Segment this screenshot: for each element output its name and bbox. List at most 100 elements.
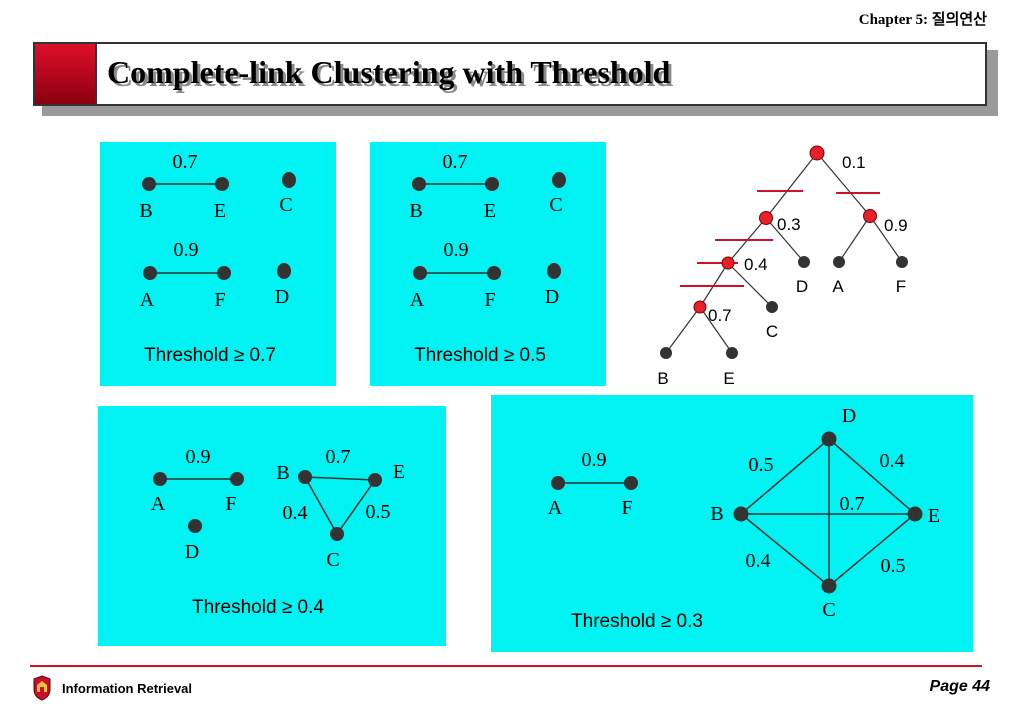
- node-c: [821, 578, 837, 594]
- threshold-label: Threshold ≥ 0.7: [144, 345, 276, 366]
- weight-b-c: 0.4: [283, 502, 308, 524]
- tree-node-07: [693, 300, 707, 314]
- slide-title: Complete-link Clustering with Threshold: [107, 54, 671, 90]
- leaf-d: [798, 256, 810, 268]
- label-e: E: [393, 461, 405, 483]
- page-number: Page 44: [929, 678, 990, 695]
- label-f: F: [225, 493, 236, 515]
- tree-node-root: [809, 145, 825, 161]
- node-d: [188, 519, 202, 533]
- label-a: A: [548, 497, 563, 519]
- tree-leaf-label-d: D: [796, 277, 808, 296]
- weight-b-e: 0.7: [173, 151, 198, 173]
- label-b: B: [139, 200, 152, 222]
- graph-threshold-04: 0.9 0.7 0.4 0.5 A F D B E C Threshold ≥ …: [151, 446, 405, 618]
- weight-d-e: 0.4: [880, 450, 905, 472]
- label-e: E: [928, 505, 940, 527]
- label-d: D: [842, 405, 856, 427]
- label-b: B: [409, 200, 422, 222]
- node-c: [330, 527, 344, 541]
- weight-a-f: 0.9: [186, 446, 211, 468]
- tree-node-09: [863, 209, 877, 223]
- node-d: [277, 263, 291, 279]
- label-f: F: [484, 289, 495, 311]
- edge-b-c: [304, 476, 338, 535]
- tree-leaf-label-b: B: [657, 369, 668, 388]
- node-b: [733, 506, 749, 522]
- weight-a-f: 0.9: [444, 239, 469, 261]
- weight-d-b: 0.5: [749, 454, 774, 476]
- footer-divider: [30, 665, 982, 667]
- tree-leaf-label-c: C: [766, 322, 778, 341]
- node-c: [552, 172, 566, 188]
- tree-label-07: 0.7: [708, 306, 732, 325]
- title-accent-block: [35, 44, 97, 104]
- node-b: [412, 177, 426, 191]
- label-d: D: [185, 541, 199, 563]
- node-a: [153, 472, 167, 486]
- node-e: [907, 506, 923, 522]
- label-b: B: [276, 462, 289, 484]
- edge-b-c: [740, 513, 830, 587]
- weight-e-c: 0.5: [881, 555, 906, 577]
- node-d: [547, 263, 561, 279]
- label-f: F: [621, 497, 632, 519]
- node-a: [551, 476, 565, 490]
- weight-a-f: 0.9: [174, 239, 199, 261]
- panel-threshold-05: 0.7 0.9 B E C A F D Threshold ≥ 0.5: [370, 142, 606, 386]
- tree-label-04: 0.4: [744, 255, 768, 274]
- label-d: D: [545, 286, 559, 308]
- node-f: [624, 476, 638, 490]
- leaf-e: [726, 347, 738, 359]
- graph-threshold-05: 0.7 0.9 B E C A F D Threshold ≥ 0.5: [409, 151, 566, 366]
- panel-threshold-07: 0.7 0.9 B E C A F D Threshold ≥ 0.7: [100, 142, 336, 386]
- node-d: [821, 431, 837, 447]
- tree-leaf-label-e: E: [723, 369, 734, 388]
- weight-b-e: 0.7: [840, 493, 865, 515]
- panel-threshold-03: 0.9 0.5 0.4 0.7 0.4 0.5 A F D B E C Thre…: [491, 395, 973, 652]
- shield-icon: [33, 675, 51, 701]
- tree-label-03: 0.3: [777, 215, 801, 234]
- node-a: [143, 266, 157, 280]
- label-c: C: [279, 194, 292, 216]
- label-b: B: [710, 503, 723, 525]
- dendrogram-edges: [665, 152, 903, 354]
- label-c: C: [822, 599, 835, 621]
- leaf-f: [896, 256, 908, 268]
- cut-lines: [680, 190, 880, 287]
- edge-d-b: [740, 438, 830, 515]
- node-b: [142, 177, 156, 191]
- tree-label-root: 0.1: [842, 153, 866, 172]
- edge-d-e: [828, 438, 916, 515]
- weight-a-f: 0.9: [582, 449, 607, 471]
- label-e: E: [214, 200, 226, 222]
- leaf-c: [766, 301, 778, 313]
- node-c: [282, 172, 296, 188]
- weight-e-c: 0.5: [366, 501, 391, 523]
- threshold-label: Threshold ≥ 0.4: [192, 597, 324, 618]
- label-c: C: [326, 549, 339, 571]
- graph-threshold-07: 0.7 0.9 B E C A F D Threshold ≥ 0.7: [139, 151, 296, 366]
- leaf-b: [660, 347, 672, 359]
- label-c: C: [549, 194, 562, 216]
- panel-threshold-04: 0.9 0.7 0.4 0.5 A F D B E C Threshold ≥ …: [98, 406, 446, 646]
- node-a: [413, 266, 427, 280]
- weight-b-e: 0.7: [326, 446, 351, 468]
- node-e: [485, 177, 499, 191]
- leaf-a: [833, 256, 845, 268]
- label-a: A: [410, 289, 425, 311]
- node-e: [368, 473, 382, 487]
- edge-b-e: [304, 476, 376, 481]
- weight-b-c: 0.4: [746, 550, 771, 572]
- node-e: [215, 177, 229, 191]
- tree-label-09: 0.9: [884, 216, 908, 235]
- tree-leaf-label-f: F: [896, 277, 906, 296]
- tree-node-03: [759, 211, 773, 225]
- edge-e-c: [828, 513, 916, 587]
- graph-threshold-03: 0.9 0.5 0.4 0.7 0.4 0.5 A F D B E C Thre…: [548, 405, 940, 632]
- node-f: [487, 266, 501, 280]
- label-f: F: [214, 289, 225, 311]
- node-f: [217, 266, 231, 280]
- edge-e-c: [336, 479, 376, 535]
- dendrogram: 0.1 0.3 0.9 0.4 0.7 D A F C B E: [657, 145, 908, 388]
